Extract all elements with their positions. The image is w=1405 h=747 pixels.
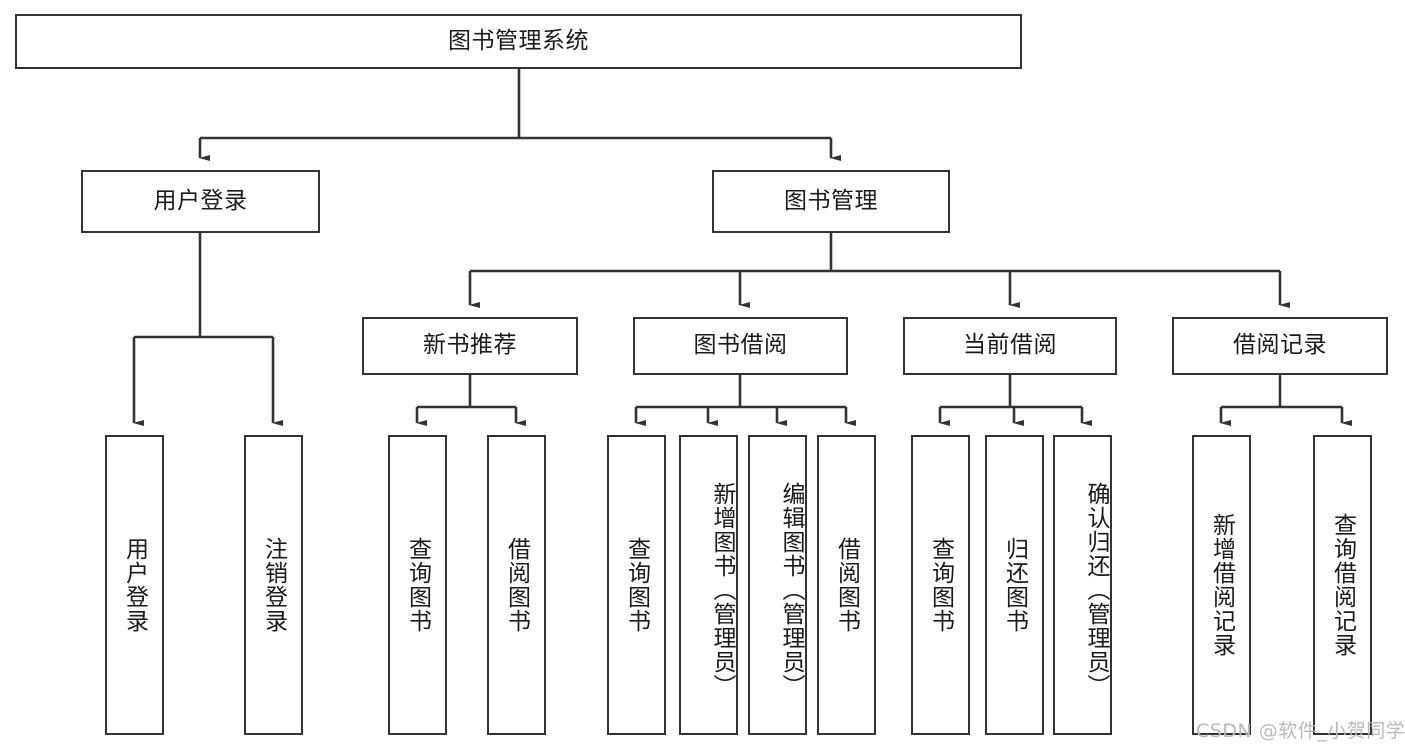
leaf-current-return-book[interactable]: 归还图书 xyxy=(985,435,1044,735)
node-user-login[interactable]: 用户登录 xyxy=(81,170,320,233)
leaf-user-login-label: 用户登录 xyxy=(121,537,148,633)
leaf-borrow-query-book[interactable]: 查询图书 xyxy=(607,435,666,735)
csdn-watermark: CSDN @软件_小贺同学 xyxy=(1196,720,1405,742)
node-borrow-record[interactable]: 借阅记录 xyxy=(1172,317,1388,375)
leaf-borrow-add-book-admin-label: 新增图书（管理员） xyxy=(709,482,735,698)
node-root[interactable]: 图书管理系统 xyxy=(15,14,1022,69)
node-borrow-record-label: 借阅记录 xyxy=(1233,332,1327,359)
leaf-current-confirm-return-admin-label: 确认归还（管理员） xyxy=(1083,482,1109,698)
node-book-borrow-label: 图书借阅 xyxy=(693,332,788,359)
node-root-label: 图书管理系统 xyxy=(448,27,589,54)
leaf-user-login[interactable]: 用户登录 xyxy=(105,435,164,735)
leaf-newbook-borrow-book-label: 借阅图书 xyxy=(503,537,530,633)
node-user-login-label: 用户登录 xyxy=(153,187,248,214)
node-new-book-recommend[interactable]: 新书推荐 xyxy=(362,317,578,375)
leaf-borrow-lend-book[interactable]: 借阅图书 xyxy=(817,435,876,735)
leaf-user-logout-label: 注销登录 xyxy=(260,537,287,633)
leaf-newbook-query-book-label: 查询图书 xyxy=(404,537,431,633)
leaf-current-confirm-return-admin[interactable]: 确认归还（管理员） xyxy=(1053,435,1112,735)
leaf-record-query-record[interactable]: 查询借阅记录 xyxy=(1313,435,1372,735)
node-book-borrow[interactable]: 图书借阅 xyxy=(633,317,848,375)
leaf-user-logout[interactable]: 注销登录 xyxy=(244,435,303,735)
leaf-current-return-book-label: 归还图书 xyxy=(1001,537,1028,633)
leaf-record-query-record-label: 查询借阅记录 xyxy=(1329,513,1356,657)
leaf-borrow-edit-book-admin-label: 编辑图书（管理员） xyxy=(778,482,804,698)
leaf-newbook-query-book[interactable]: 查询图书 xyxy=(388,435,447,735)
node-current-borrow[interactable]: 当前借阅 xyxy=(903,317,1117,375)
leaf-borrow-add-book-admin[interactable]: 新增图书（管理员） xyxy=(679,435,738,735)
leaf-borrow-edit-book-admin[interactable]: 编辑图书（管理员） xyxy=(748,435,807,735)
node-book-manage[interactable]: 图书管理 xyxy=(712,170,950,233)
node-book-manage-label: 图书管理 xyxy=(784,187,878,214)
node-current-borrow-label: 当前借阅 xyxy=(963,332,1057,359)
leaf-current-query-book[interactable]: 查询图书 xyxy=(911,435,970,735)
leaf-current-query-book-label: 查询图书 xyxy=(927,537,954,633)
leaf-borrow-lend-book-label: 借阅图书 xyxy=(833,537,860,633)
leaf-borrow-query-book-label: 查询图书 xyxy=(623,537,650,633)
node-new-book-recommend-label: 新书推荐 xyxy=(423,332,517,359)
leaf-record-add-record-label: 新增借阅记录 xyxy=(1208,513,1235,657)
leaf-record-add-record[interactable]: 新增借阅记录 xyxy=(1192,435,1251,735)
leaf-newbook-borrow-book[interactable]: 借阅图书 xyxy=(487,435,546,735)
